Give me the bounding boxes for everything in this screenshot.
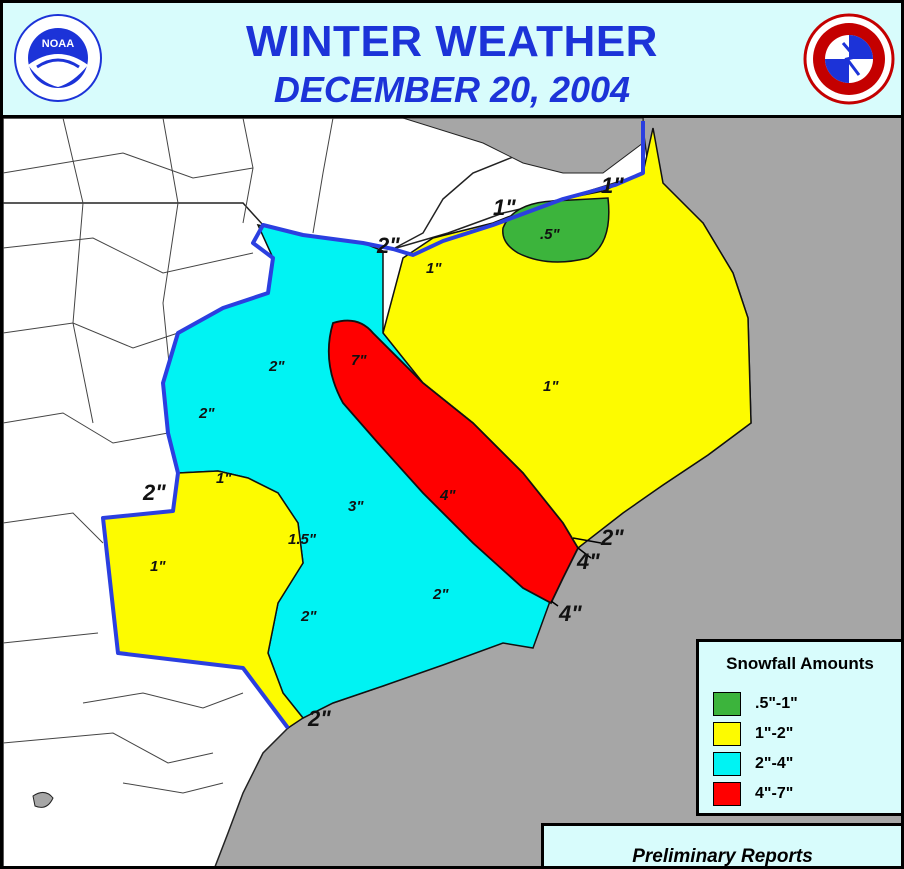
legend-swatch	[713, 722, 741, 746]
noaa-logo-text: NOAA	[42, 38, 74, 50]
legend-swatch	[713, 782, 741, 806]
pointer-lines	[550, 537, 602, 607]
page-title: WINTER WEATHER	[246, 17, 658, 66]
amount-label: 1"	[426, 260, 442, 277]
amount-label: 1"	[543, 378, 559, 395]
amount-label: 1.5"	[288, 531, 317, 548]
header-banner: NOAA WINTER WEATHER DECEMBER 20, 2004	[3, 3, 901, 118]
amount-label: 2"	[376, 233, 400, 258]
amount-label: 1"	[216, 470, 232, 487]
amount-label: 2"	[600, 525, 624, 550]
amount-labels: 1" 1" 2" .5" 1" 2" 7" 2" 1" 4" 1" 2" 3" …	[142, 173, 624, 731]
snow-band-4-7	[327, 319, 580, 605]
preliminary-reports-box: Preliminary Reports	[541, 823, 901, 867]
amount-label: 1"	[601, 173, 624, 198]
warning-outline	[101, 121, 645, 730]
amount-label: 1"	[493, 195, 516, 220]
county-lines	[3, 118, 334, 794]
amount-label: 2"	[198, 405, 215, 422]
legend-swatch	[713, 692, 741, 716]
amount-label: .5"	[540, 226, 561, 243]
amount-label: 4"	[558, 601, 582, 626]
amount-label: 1"	[150, 558, 166, 575]
legend-label: 1"-2"	[755, 725, 794, 742]
noaa-logo-icon: NOAA	[14, 14, 102, 102]
legend-label: 4"-7"	[755, 785, 794, 802]
amount-label: 3"	[348, 498, 364, 515]
amount-label: 2"	[142, 480, 166, 505]
amount-label: 4"	[439, 487, 456, 504]
legend-swatch	[713, 752, 741, 776]
amount-label: 7"	[351, 352, 367, 369]
legend: Snowfall Amounts .5"-1" 1"-2" 2"-4" 4"-7…	[696, 639, 901, 816]
page-subtitle: DECEMBER 20, 2004	[273, 69, 631, 110]
amount-label: 2"	[432, 586, 449, 603]
preliminary-reports-label: Preliminary Reports	[632, 846, 813, 867]
amount-label: 2"	[300, 608, 317, 625]
amount-label: 4"	[576, 549, 600, 574]
legend-label: 2"-4"	[755, 755, 794, 772]
amount-label: 2"	[268, 358, 285, 375]
legend-title: Snowfall Amounts	[726, 654, 874, 673]
nws-logo-icon	[803, 13, 895, 105]
amount-label: 2"	[307, 706, 331, 731]
snow-band-05-1	[502, 197, 610, 263]
legend-label: .5"-1"	[755, 695, 798, 712]
